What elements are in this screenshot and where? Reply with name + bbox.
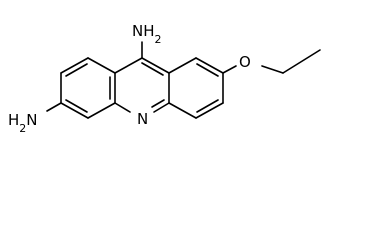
ring-nitrogen-label: N (137, 110, 148, 128)
double-bond (196, 99, 219, 113)
bond (168, 102, 197, 119)
double-bond (151, 99, 165, 108)
ethyl-bond-1 (261, 65, 284, 74)
bond (60, 102, 89, 119)
central-ring (114, 57, 170, 113)
amine-label-top: NH2 (132, 22, 162, 46)
left-ring (60, 57, 116, 119)
bond (114, 102, 131, 113)
ethyl-bond-2 (282, 49, 321, 74)
bond (168, 57, 197, 74)
double-bond (141, 62, 164, 76)
double-bond (196, 63, 219, 77)
amine-bond-left (46, 102, 62, 112)
double-bond (65, 63, 88, 77)
amine-label-left: H2N (8, 111, 38, 135)
right-ring (168, 57, 224, 119)
double-bond (65, 99, 88, 113)
bond (87, 57, 116, 74)
bond (60, 57, 89, 74)
bond (153, 102, 170, 113)
bond (114, 57, 143, 74)
ether-oxygen-label: O (239, 53, 251, 71)
bond (195, 57, 224, 74)
bond (87, 102, 116, 119)
chemical-structure: NH2 H2N N O (8, 22, 321, 135)
bond (195, 102, 224, 119)
ether-bond (222, 65, 237, 74)
bond (141, 57, 170, 74)
